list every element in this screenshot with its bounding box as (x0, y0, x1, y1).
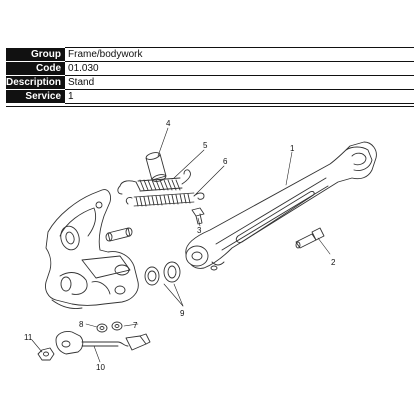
group-value: Frame/bodywork (65, 47, 414, 62)
side-stand-switch (55, 331, 151, 355)
stud-pin (295, 227, 325, 249)
washer-8 (96, 323, 108, 333)
info-row-group: Group Frame/bodywork (6, 47, 414, 62)
pivot-pin (105, 227, 133, 242)
washers (144, 261, 181, 286)
callout-1: 1 (290, 144, 295, 153)
long-spring (125, 192, 205, 207)
header-divider (6, 106, 414, 107)
callout-8: 8 (79, 320, 84, 329)
service-value: 1 (65, 89, 414, 104)
callout-5: 5 (203, 141, 208, 150)
callout-10: 10 (96, 363, 105, 372)
washer-7-hole (114, 324, 120, 328)
stand-leg (185, 141, 377, 271)
description-value: Stand (65, 75, 414, 90)
short-spring (117, 169, 191, 195)
frame-bracket (45, 189, 139, 309)
callout-9: 9 (180, 309, 185, 318)
callout-6: 6 (223, 157, 228, 166)
info-row-service: Service 1 (6, 89, 414, 104)
callout-labels: 1 2 3 4 5 6 7 8 9 10 11 (24, 119, 336, 372)
service-label: Service (6, 89, 66, 104)
washer-7 (111, 321, 123, 331)
callout-3: 3 (197, 226, 202, 235)
small-bolt (191, 207, 205, 225)
bushing (145, 152, 167, 182)
code-value: 01.030 (65, 61, 414, 76)
callout-11: 11 (24, 333, 33, 342)
info-row-code: Code 01.030 (6, 61, 414, 76)
code-label: Code (6, 61, 66, 76)
callout-7: 7 (133, 321, 138, 330)
washer-8-hole (99, 326, 105, 330)
description-label: Description (6, 75, 66, 90)
leader-lines (31, 127, 331, 363)
nut (37, 347, 55, 361)
callout-2: 2 (331, 258, 336, 267)
callout-4: 4 (166, 119, 171, 128)
group-label: Group (6, 47, 66, 62)
info-row-description: Description Stand (6, 75, 414, 90)
info-table: Group Frame/bodywork Code 01.030 Descrip… (6, 47, 414, 104)
